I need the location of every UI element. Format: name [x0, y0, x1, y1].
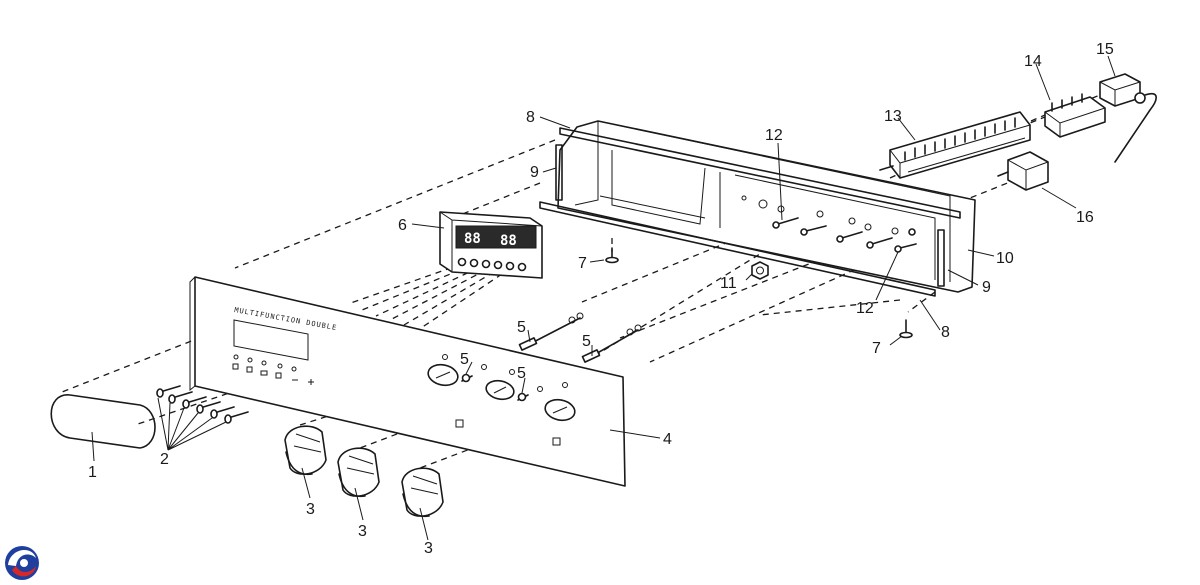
clock-display-hours: 88	[464, 231, 481, 247]
callout-1: 1	[88, 464, 97, 481]
leader-lines	[91, 55, 1116, 541]
callout-9: 9	[982, 279, 991, 296]
indicator-lamp	[581, 324, 642, 363]
callout-6: 6	[398, 217, 407, 234]
timer-motor	[997, 151, 1049, 191]
callout-8: 8	[941, 324, 950, 341]
thermostat	[1099, 73, 1157, 163]
swirl-logo-icon	[5, 546, 39, 580]
callout-12: 12	[765, 127, 783, 144]
callout-labels: 1 2 3 3 3 4 5 5 5 5 6 7 7 8 8 9 9 10 11 …	[88, 41, 1114, 557]
callout-7: 7	[578, 255, 587, 272]
callout-2: 2	[160, 451, 169, 468]
callout-7: 7	[872, 340, 881, 357]
control-knob	[337, 447, 380, 498]
selector-switch	[879, 111, 1031, 179]
control-knob	[284, 425, 327, 476]
screws	[772, 217, 917, 253]
rear-frame	[539, 120, 976, 297]
callout-8: 8	[526, 109, 535, 126]
push-buttons	[156, 385, 249, 424]
vent-filter	[50, 394, 156, 449]
callout-12: 12	[856, 300, 874, 317]
control-knob	[401, 467, 444, 518]
nut	[751, 261, 769, 280]
control-panel: MULTIFUNCTION DOUBLE	[189, 276, 626, 487]
callout-9: 9	[530, 164, 539, 181]
indicator-lamp	[518, 312, 584, 351]
electronic-clock: 88 88	[439, 211, 543, 279]
callout-15: 15	[1096, 41, 1114, 58]
mounting-screw	[605, 247, 619, 264]
clock-display-minutes: 88	[500, 233, 517, 249]
thermostat-switch	[1044, 93, 1106, 138]
callout-3: 3	[306, 501, 315, 518]
callout-5: 5	[517, 365, 526, 382]
callout-5: 5	[460, 351, 469, 368]
callout-3: 3	[424, 540, 433, 557]
callout-13: 13	[884, 108, 902, 125]
callout-14: 14	[1024, 53, 1042, 70]
callout-5: 5	[582, 333, 591, 350]
callout-16: 16	[1076, 209, 1094, 226]
callout-4: 4	[663, 431, 672, 448]
callout-10: 10	[996, 250, 1014, 267]
callout-3: 3	[358, 523, 367, 540]
callout-5: 5	[517, 319, 526, 336]
mounting-screw	[899, 319, 913, 339]
callout-11: 11	[720, 275, 737, 292]
